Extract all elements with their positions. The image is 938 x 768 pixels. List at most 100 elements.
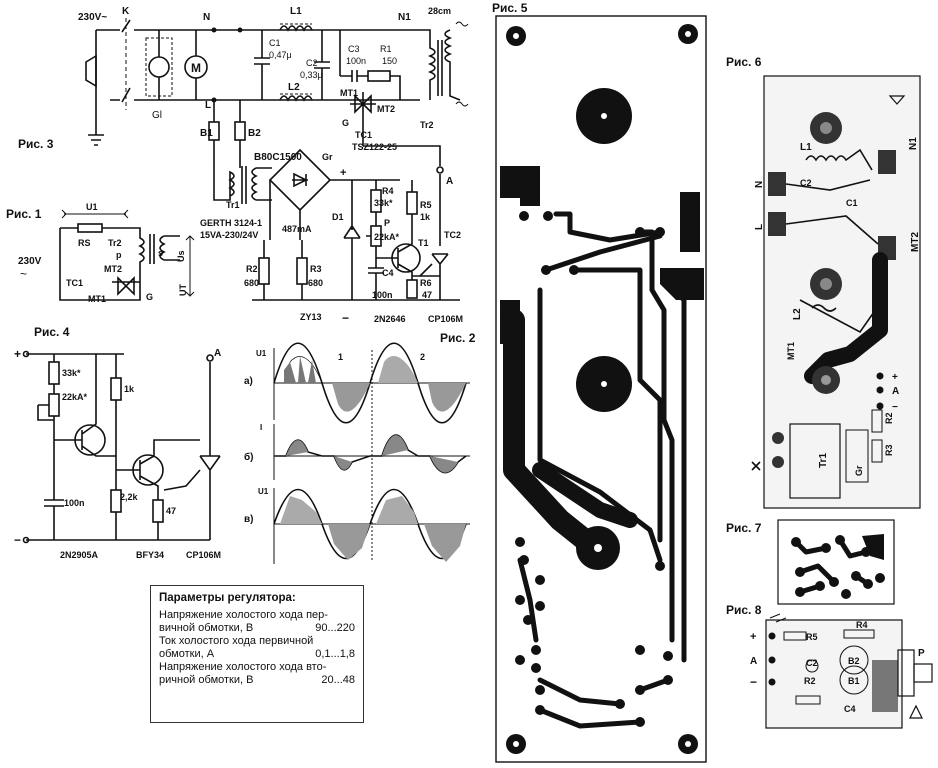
period-1-label: 1 xyxy=(338,352,343,362)
fig8-r4: R4 xyxy=(856,620,868,630)
triac-tc1 xyxy=(350,92,376,116)
d1-label: D1 xyxy=(332,212,344,222)
b2-label: B2 xyxy=(248,128,261,139)
fig1-mt1: MT1 xyxy=(88,294,106,304)
params-row-line2: вичной обмотки, В xyxy=(159,622,254,634)
r1-value: 150 xyxy=(382,56,397,66)
fig8-c2: C2 xyxy=(806,658,818,668)
fig1-s: s xyxy=(158,248,163,258)
resistor-r3 xyxy=(296,257,308,285)
fig4-q2: BFY34 xyxy=(136,550,164,560)
zy13-label: ZY13 xyxy=(300,312,322,322)
wave-c-axis: U1 xyxy=(258,487,269,496)
fig6-gr: Gr xyxy=(854,465,864,476)
fig6-mt2: MT2 xyxy=(910,232,921,252)
fuse-b2 xyxy=(234,121,246,141)
svg-text:M: M xyxy=(191,61,201,75)
fig6-n: N xyxy=(754,181,765,188)
fig6-label: Рис. 6 xyxy=(726,55,762,69)
fig8-minus: − xyxy=(750,675,757,689)
p-label: P xyxy=(384,218,390,228)
svg-text:~: ~ xyxy=(20,267,27,281)
r3-value: 680 xyxy=(308,278,323,288)
fig1-p: p xyxy=(116,250,122,260)
fig1-g: G xyxy=(146,292,153,302)
fig4-label: Рис. 4 xyxy=(34,325,70,339)
fig4-plus: + xyxy=(14,347,21,361)
q1-label: 2N2646 xyxy=(374,314,406,324)
fig6-plus: + xyxy=(892,372,898,383)
c1-label: C1 xyxy=(269,38,281,48)
switch-label: K xyxy=(122,6,130,17)
minus-label: − xyxy=(342,311,349,325)
q2-label: CP106M xyxy=(428,314,463,324)
resistor-r6 xyxy=(406,279,418,299)
fig4-q3: CP106M xyxy=(186,550,221,560)
fig8-p: P xyxy=(918,648,925,659)
bridge-label: B80C1500 xyxy=(254,152,302,163)
c2-value: 0,33μ xyxy=(300,70,323,80)
fig1-230v: 230V xyxy=(18,256,42,267)
gerth2-label: 15VA-230/24V xyxy=(200,230,258,240)
params-row: Напряжение холостого хода пер- вичной об… xyxy=(159,609,355,635)
period-2-label: 2 xyxy=(420,352,425,362)
inductor-l1 xyxy=(279,25,313,32)
fig7-label: Рис. 7 xyxy=(726,521,762,535)
p-value: 22kA* xyxy=(374,232,400,242)
fig6-l2: L2 xyxy=(792,308,803,320)
r5-value: 1k xyxy=(420,212,431,222)
g-label: G xyxy=(342,118,349,128)
transformer-tr1 xyxy=(789,423,841,499)
wave-b-label: б) xyxy=(244,451,254,463)
fig8-c4: C4 xyxy=(844,704,856,714)
pcb-pads xyxy=(515,211,673,727)
r3-label: R3 xyxy=(310,264,322,274)
params-row-value: 20...48 xyxy=(321,674,355,686)
fig6-l1: L1 xyxy=(800,142,812,153)
tc2-label: TC2 xyxy=(444,230,461,240)
tr2-label: Tr2 xyxy=(420,120,434,130)
fig4-r33: 33k* xyxy=(62,368,81,378)
mains-label: 230V~ xyxy=(78,12,107,23)
r4-label: R4 xyxy=(382,186,394,196)
regulator-parameters-box: Параметры регулятора: Напряжение холосто… xyxy=(150,585,364,723)
thyristor-tc2 xyxy=(431,174,449,300)
fig1-tc1: TC1 xyxy=(66,278,83,288)
fig8-plus: + xyxy=(750,631,756,643)
fig1-circuit: Рис. 1 U1 RS Tr2 p s Us UT 230V ~ MT2 TC… xyxy=(6,202,195,304)
fig6-a: A xyxy=(892,386,899,397)
fig4-a: A xyxy=(214,348,221,359)
fig1-label: Рис. 1 xyxy=(6,207,42,221)
fig6-assembly: Рис. 6 L1 L2 N L N1 MT2 C2 C1 MT1 + A − xyxy=(726,55,921,509)
wave-a-label: а) xyxy=(244,376,253,387)
fig7-pcb: Рис. 7 xyxy=(726,519,895,605)
params-title: Параметры регулятора: xyxy=(159,592,296,604)
params-row-line1: Напряжение холостого хода пер- xyxy=(159,609,328,621)
c3-label: C3 xyxy=(348,44,360,54)
b1-label: B1 xyxy=(200,128,213,139)
c4-value: 100n xyxy=(372,290,393,300)
c2-label: C2 xyxy=(306,58,318,68)
plus-label: + xyxy=(340,167,346,179)
fig3-label: Рис. 3 xyxy=(18,137,54,151)
t1-label: T1 xyxy=(418,238,429,248)
params-row-line1: Напряжение холостого хода вто- xyxy=(159,661,327,673)
fig6-n1: N1 xyxy=(908,137,919,150)
r2-label: R2 xyxy=(246,264,258,274)
resistor-1k xyxy=(110,377,122,401)
ground-icon xyxy=(88,30,104,146)
connector-n xyxy=(768,172,786,196)
n-label: N xyxy=(203,12,210,23)
fig8-b2: B2 xyxy=(848,656,860,666)
fig6-l: L xyxy=(754,224,765,230)
current-label: 487mA xyxy=(282,224,312,234)
fig2-label: Рис. 2 xyxy=(440,331,476,345)
fig1-u1: U1 xyxy=(86,202,98,212)
l2-label: L2 xyxy=(288,82,300,93)
zener-d1 xyxy=(343,180,361,300)
fig1-rs: RS xyxy=(78,238,91,248)
resistor-r2 xyxy=(258,257,270,285)
r5-label: R5 xyxy=(420,200,432,210)
resistor-rs xyxy=(77,223,103,233)
